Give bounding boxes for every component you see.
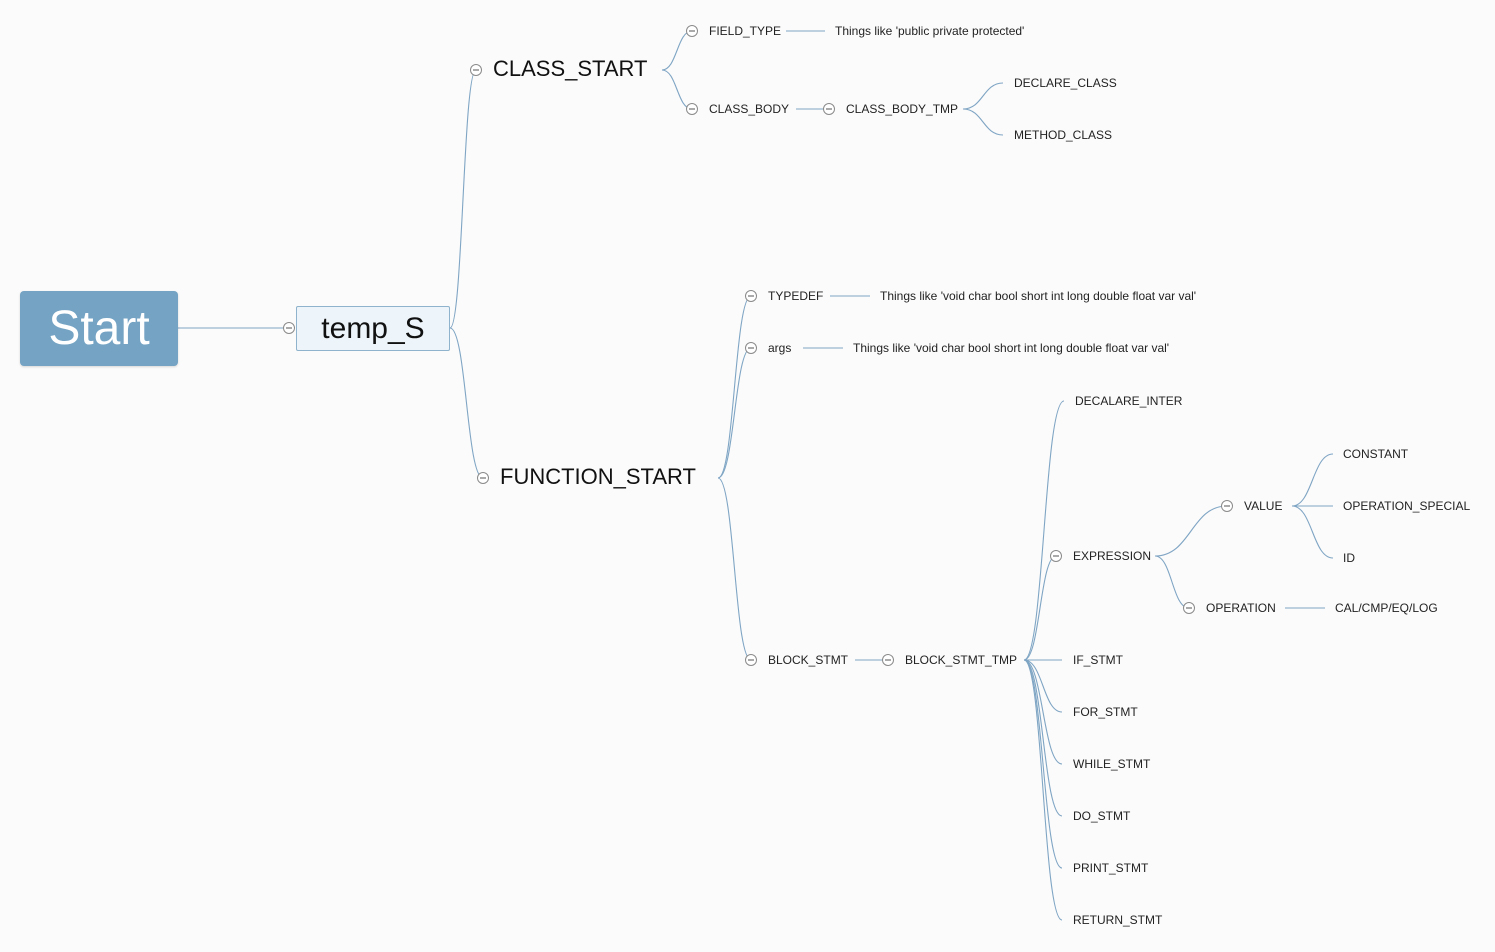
node-label: ID [1343, 551, 1355, 565]
collapse-toggles [283, 25, 1233, 666]
collapse-toggle-icon[interactable] [1183, 602, 1195, 614]
collapse-toggle-icon[interactable] [283, 322, 295, 334]
node-id[interactable]: ID [1343, 551, 1355, 565]
edge-temp-s-function-start [449, 327, 484, 479]
collapse-toggle-icon[interactable] [745, 342, 757, 354]
topic-function-start[interactable]: FUNCTION_START [500, 464, 696, 490]
collapse-toggle-icon[interactable] [882, 654, 894, 666]
topic-class-start[interactable]: CLASS_START [493, 56, 647, 82]
node-label: FIELD_TYPE [709, 24, 782, 38]
node-label: CONSTANT [1343, 447, 1409, 461]
collapse-toggle-icon[interactable] [477, 472, 489, 484]
collapse-toggle-icon[interactable] [745, 290, 757, 302]
collapse-toggle-icon[interactable] [686, 103, 698, 115]
topic-label: FUNCTION_START [500, 464, 696, 489]
collapse-toggle-icon[interactable] [1050, 550, 1062, 562]
edge-stmt-0 [1023, 659, 1063, 713]
node-label: FOR_STMT [1073, 705, 1138, 719]
collapse-toggle-icon[interactable] [470, 64, 482, 76]
edge-stmt-3 [1023, 659, 1063, 869]
edge-expression [1023, 555, 1057, 661]
node-value[interactable]: VALUE [1244, 499, 1282, 513]
main-node-label: temp_S [321, 311, 425, 345]
node-label: DECALARE_INTER [1075, 394, 1183, 408]
node-label: DECLARE_CLASS [1014, 76, 1117, 90]
node-label: OPERATION_SPECIAL [1343, 499, 1471, 513]
node-cal-cmp-eq-log[interactable]: CAL/CMP/EQ/LOG [1335, 601, 1438, 615]
edge-stmt-1 [1023, 659, 1063, 765]
edge-value-constant [1291, 453, 1334, 507]
node-if-stmt[interactable]: IF_STMT [1073, 653, 1123, 667]
node-label: EXPRESSION [1073, 549, 1152, 563]
root-node-label: Start [48, 302, 150, 355]
node-label: BLOCK_STMT [768, 653, 849, 667]
node-block-stmt-tmp[interactable]: BLOCK_STMT_TMP [905, 653, 1017, 667]
node-label: CAL/CMP/EQ/LOG [1335, 601, 1438, 615]
node-expression[interactable]: EXPRESSION [1073, 549, 1151, 563]
node-label: DO_STMT [1073, 809, 1131, 823]
node-do-stmt[interactable]: DO_STMT [1073, 809, 1130, 823]
edge-function-block-stmt [717, 477, 752, 661]
node-label: PRINT_STMT [1073, 861, 1149, 875]
node-label: TYPEDEF [768, 289, 824, 303]
node-label: Things like 'public private protected' [835, 24, 1025, 38]
note-args[interactable]: Things like 'void char bool short int lo… [853, 341, 1169, 355]
note-field-type[interactable]: Things like 'public private protected' [835, 24, 1024, 38]
node-label: IF_STMT [1073, 653, 1123, 667]
collapse-toggle-icon[interactable] [745, 654, 757, 666]
node-label: METHOD_CLASS [1014, 128, 1113, 142]
edge-function-args [717, 347, 752, 479]
edge-temp-s-class-start [449, 69, 477, 329]
node-label: VALUE [1244, 499, 1283, 513]
edge-stmt-4 [1023, 659, 1063, 921]
node-args[interactable]: args [768, 341, 791, 355]
node-class-body[interactable]: CLASS_BODY [709, 102, 789, 116]
node-declare-class[interactable]: DECLARE_CLASS [1014, 76, 1117, 90]
edge-decalare-inter [1023, 400, 1065, 661]
node-operation[interactable]: OPERATION [1206, 601, 1276, 615]
node-operation-special[interactable]: OPERATION_SPECIAL [1343, 499, 1470, 513]
node-while-stmt[interactable]: WHILE_STMT [1073, 757, 1150, 771]
node-method-class[interactable]: METHOD_CLASS [1014, 128, 1112, 142]
main-node-temp-s[interactable]: temp_S [296, 306, 450, 351]
node-label: Things like 'void char bool short int lo… [880, 289, 1197, 303]
node-label: BLOCK_STMT_TMP [905, 653, 1018, 667]
node-print-stmt[interactable]: PRINT_STMT [1073, 861, 1148, 875]
node-label: Things like 'void char bool short int lo… [853, 341, 1170, 355]
edge-class-start-class-body [661, 69, 693, 110]
node-label: CLASS_BODY [709, 102, 790, 116]
node-label: WHILE_STMT [1073, 757, 1151, 771]
edge-method-class [962, 108, 1004, 136]
node-field-type[interactable]: FIELD_TYPE [709, 24, 781, 38]
edge-value-id [1291, 505, 1334, 559]
edge-class-start-field-type [661, 30, 693, 71]
node-decalare-inter[interactable]: DECALARE_INTER [1075, 394, 1182, 408]
edge-declare-class [962, 82, 1004, 110]
node-label: CLASS_BODY_TMP [846, 102, 959, 116]
node-label: OPERATION [1206, 601, 1276, 615]
edge-expression-operation [1154, 555, 1190, 609]
node-return-stmt[interactable]: RETURN_STMT [1073, 913, 1162, 927]
node-for-stmt[interactable]: FOR_STMT [1073, 705, 1138, 719]
node-label: args [768, 341, 792, 355]
connector-lines [178, 30, 1334, 921]
node-constant[interactable]: CONSTANT [1343, 447, 1408, 461]
edge-function-typedef [717, 295, 752, 479]
node-block-stmt[interactable]: BLOCK_STMT [768, 653, 848, 667]
collapse-toggle-icon[interactable] [686, 25, 698, 37]
root-node-start[interactable]: Start [20, 291, 178, 366]
node-label: RETURN_STMT [1073, 913, 1163, 927]
note-typedef[interactable]: Things like 'void char bool short int lo… [880, 289, 1196, 303]
edge-expression-value [1154, 505, 1228, 557]
node-typedef[interactable]: TYPEDEF [768, 289, 823, 303]
topic-label: CLASS_START [493, 56, 648, 81]
collapse-toggle-icon[interactable] [1221, 500, 1233, 512]
edge-stmt-2 [1023, 659, 1063, 817]
node-class-body-tmp[interactable]: CLASS_BODY_TMP [846, 102, 958, 116]
collapse-toggle-icon[interactable] [823, 103, 835, 115]
